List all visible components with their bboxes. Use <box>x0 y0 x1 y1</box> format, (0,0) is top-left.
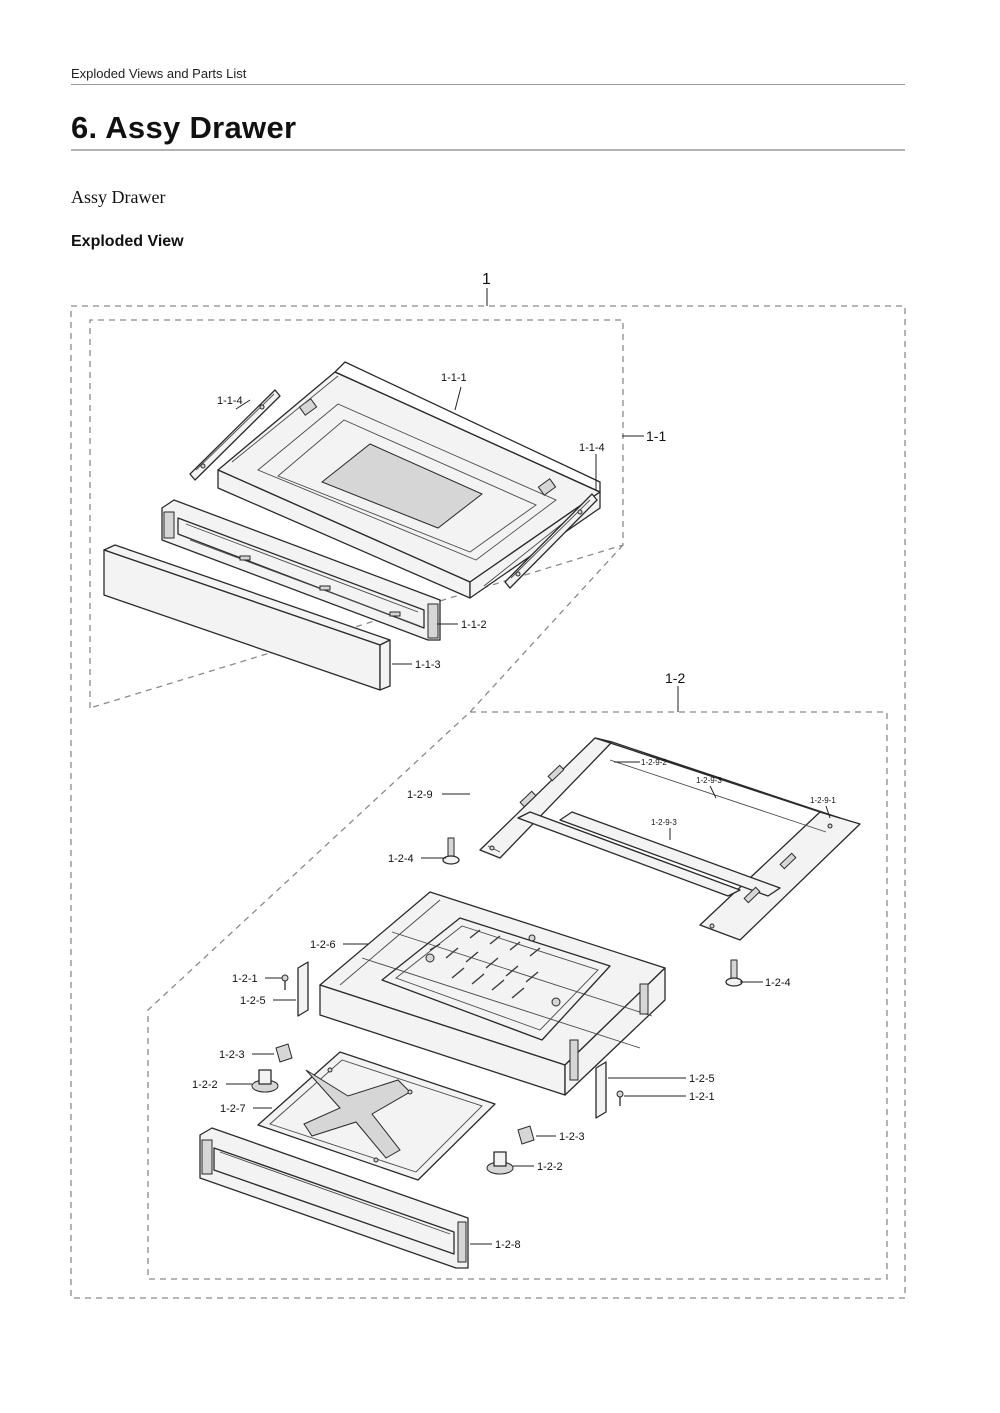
callout-bracket-right: 1-2-5 <box>689 1073 715 1085</box>
clip-left <box>275 1043 293 1063</box>
callout-leg-right: 1-2-4 <box>765 977 791 989</box>
screw-right <box>616 1090 624 1106</box>
callout-clip-right: 1-2-3 <box>559 1131 585 1143</box>
callout-leg-left: 1-2-4 <box>388 853 414 865</box>
callout-assembly: 1 <box>482 271 491 288</box>
leg-left <box>442 837 460 865</box>
exploded-view-heading: Exploded View <box>71 233 184 250</box>
foot-left <box>251 1069 279 1093</box>
callout-drawer-rail-right: 1-1-4 <box>579 442 605 454</box>
callout-base-tray: 1-2-6 <box>310 939 336 951</box>
callout-base-front-frame: 1-2-8 <box>495 1239 521 1251</box>
callout-rail-frame-bar-rear: 1-2-9-3 <box>696 776 722 785</box>
bracket-right <box>595 1061 607 1119</box>
drawer-frame <box>161 499 441 641</box>
callout-drawer-front-panel: 1-1-3 <box>415 659 441 671</box>
callout-foot-left: 1-2-2 <box>192 1079 218 1091</box>
drawer-front-panel <box>103 544 391 691</box>
callout-bracket-left: 1-2-5 <box>240 995 266 1007</box>
base-dashed-leader <box>469 544 624 713</box>
base-front-frame <box>199 1127 469 1269</box>
clip-right <box>517 1125 535 1145</box>
callout-screw-right: 1-2-1 <box>689 1091 715 1103</box>
running-header: Exploded Views and Parts List <box>71 66 247 81</box>
callout-rail-frame: 1-2-9 <box>407 789 433 801</box>
drawer-rail-right <box>504 493 598 589</box>
callout-rail-frame-side-right: 1-2-9-1 <box>810 796 836 805</box>
leg-right <box>725 959 743 987</box>
foot-right <box>486 1151 514 1175</box>
screw-left <box>281 974 289 990</box>
callout-rail-frame-side-left: 1-2-9-2 <box>641 758 667 767</box>
callout-drawer-rail-left: 1-1-4 <box>217 395 243 407</box>
callout-drawer-frame: 1-1-2 <box>461 619 487 631</box>
leader-lines <box>226 288 831 1245</box>
drawer-rail-left <box>189 389 281 481</box>
callout-clip-left: 1-2-3 <box>219 1049 245 1061</box>
section-title: 6. Assy Drawer <box>71 110 297 145</box>
bracket-left <box>297 961 309 1017</box>
callout-rail-frame-bar-mid: 1-2-9-3 <box>651 818 677 827</box>
base-group-boundary <box>147 711 888 1280</box>
drawer-body <box>217 361 601 599</box>
base-tray <box>319 891 666 1096</box>
callout-base-group: 1-2 <box>665 670 685 686</box>
callout-drawer-body: 1-1-1 <box>441 372 467 384</box>
rail-frame <box>479 737 861 941</box>
doc-subtitle: Assy Drawer <box>71 187 166 207</box>
callout-foot-right: 1-2-2 <box>537 1161 563 1173</box>
title-rule <box>71 149 905 151</box>
header-rule <box>71 84 905 85</box>
callout-drawer-group: 1-1 <box>646 428 666 444</box>
callout-screw-left: 1-2-1 <box>232 973 258 985</box>
drawer-group-boundary <box>89 319 624 709</box>
callout-base-plate: 1-2-7 <box>220 1103 246 1115</box>
base-plate <box>257 1051 496 1181</box>
